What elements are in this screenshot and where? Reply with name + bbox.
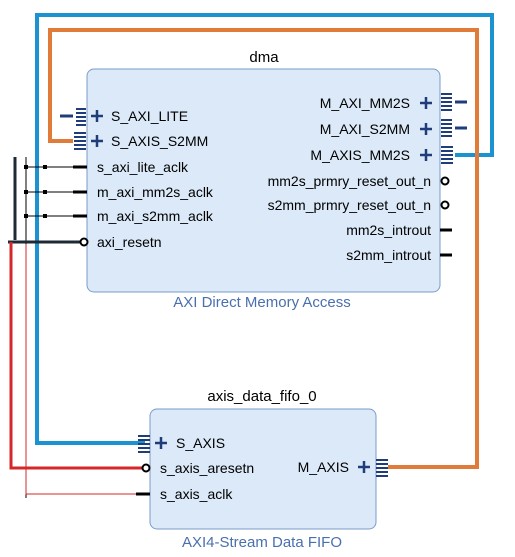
port-s2mm-introut[interactable]: s2mm_introut	[346, 247, 452, 263]
active-low-bubble-icon	[440, 200, 450, 210]
port-label: s_axi_lite_aclk	[97, 159, 189, 175]
port-label: m_axi_s2mm_aclk	[97, 208, 214, 224]
port-s-axi-lite-aclk[interactable]: s_axi_lite_aclk	[73, 159, 189, 175]
active-low-bubble-icon	[79, 237, 89, 247]
active-low-bubble-icon	[440, 176, 450, 186]
port-m-axi-mm2s[interactable]: M_AXI_MM2S	[320, 93, 467, 111]
port-label: axi_resetn	[97, 234, 162, 250]
fifo-block[interactable]: axis_data_fifo_0 AXI4-Stream Data FIFO S…	[136, 388, 388, 551]
plus-icon[interactable]	[420, 149, 432, 161]
port-label: M_AXIS	[298, 459, 349, 475]
port-label: mm2s_prmry_reset_out_n	[268, 173, 431, 189]
port-m-axi-s2mm[interactable]: M_AXI_S2MM	[320, 119, 467, 137]
port-m-axi-mm2s-aclk[interactable]: m_axi_mm2s_aclk	[73, 184, 214, 200]
bus-connector-icon	[441, 146, 453, 164]
net-fifo-aclk[interactable]	[25, 244, 146, 495]
port-label: M_AXIS_MM2S	[310, 147, 410, 163]
port-label: mm2s_introut	[346, 222, 431, 238]
plus-icon[interactable]	[420, 97, 432, 109]
port-mm2s-prmry-reset-out-n[interactable]: mm2s_prmry_reset_out_n	[268, 173, 450, 189]
plus-icon[interactable]	[91, 110, 103, 122]
plus-icon[interactable]	[358, 461, 370, 473]
port-m-axi-s2mm-aclk[interactable]: m_axi_s2mm_aclk	[73, 208, 214, 224]
port-m-axis-mm2s[interactable]: M_AXIS_MM2S	[310, 146, 453, 164]
port-s-axis-aclk[interactable]: s_axis_aclk	[136, 486, 233, 502]
bus-connector-icon	[138, 435, 150, 453]
net-aresetn[interactable]	[9, 242, 142, 470]
port-s-axis-s2mm[interactable]: S_AXIS_S2MM	[74, 132, 208, 150]
port-label: M_AXI_MM2S	[320, 95, 410, 111]
bus-connector-icon	[74, 132, 86, 150]
port-mm2s-introut[interactable]: mm2s_introut	[346, 222, 452, 238]
plus-icon[interactable]	[155, 437, 167, 449]
port-label: s_axis_aresetn	[160, 460, 254, 476]
port-label: s2mm_introut	[346, 247, 431, 263]
net-clock-junctions	[24, 165, 47, 218]
port-s-axis-aresetn[interactable]: s_axis_aresetn	[141, 460, 255, 476]
fifo-ip-name: AXI4-Stream Data FIFO	[182, 534, 342, 551]
plus-icon[interactable]	[91, 135, 103, 147]
dma-block[interactable]: dma AXI Direct Memory Access S_AXI_LITE	[60, 49, 467, 311]
fifo-instance-name: axis_data_fifo_0	[207, 388, 316, 405]
port-s2mm-prmry-reset-out-n[interactable]: s2mm_prmry_reset_out_n	[268, 197, 450, 213]
port-s-axi-lite[interactable]: S_AXI_LITE	[60, 108, 188, 126]
dma-body[interactable]	[86, 68, 441, 293]
bus-connector-icon	[441, 119, 452, 137]
port-label: S_AXIS	[176, 435, 225, 451]
active-low-bubble-icon	[141, 463, 151, 473]
bus-connector-icon	[441, 93, 452, 111]
port-axi-resetn[interactable]: axi_resetn	[79, 234, 162, 250]
nets	[8, 13, 494, 498]
net-m-axis-to-s-axis-s2mm[interactable]	[48, 28, 479, 469]
port-m-axis[interactable]: M_AXIS	[298, 459, 388, 477]
plus-icon[interactable]	[420, 123, 432, 135]
net-m-axis-mm2s-to-s-axis[interactable]	[35, 13, 494, 445]
bus-connector-icon	[376, 459, 388, 477]
port-s-axis[interactable]: S_AXIS	[138, 435, 225, 453]
bus-connector-icon	[76, 108, 86, 126]
port-label: m_axi_mm2s_aclk	[97, 184, 214, 200]
port-label: S_AXI_LITE	[111, 108, 188, 124]
dma-instance-name: dma	[249, 49, 279, 66]
dma-ip-name: AXI Direct Memory Access	[173, 294, 351, 311]
port-label: s2mm_prmry_reset_out_n	[268, 197, 431, 213]
port-label: s_axis_aclk	[160, 486, 233, 502]
port-label: M_AXI_S2MM	[320, 121, 410, 137]
port-label: S_AXIS_S2MM	[111, 133, 208, 149]
